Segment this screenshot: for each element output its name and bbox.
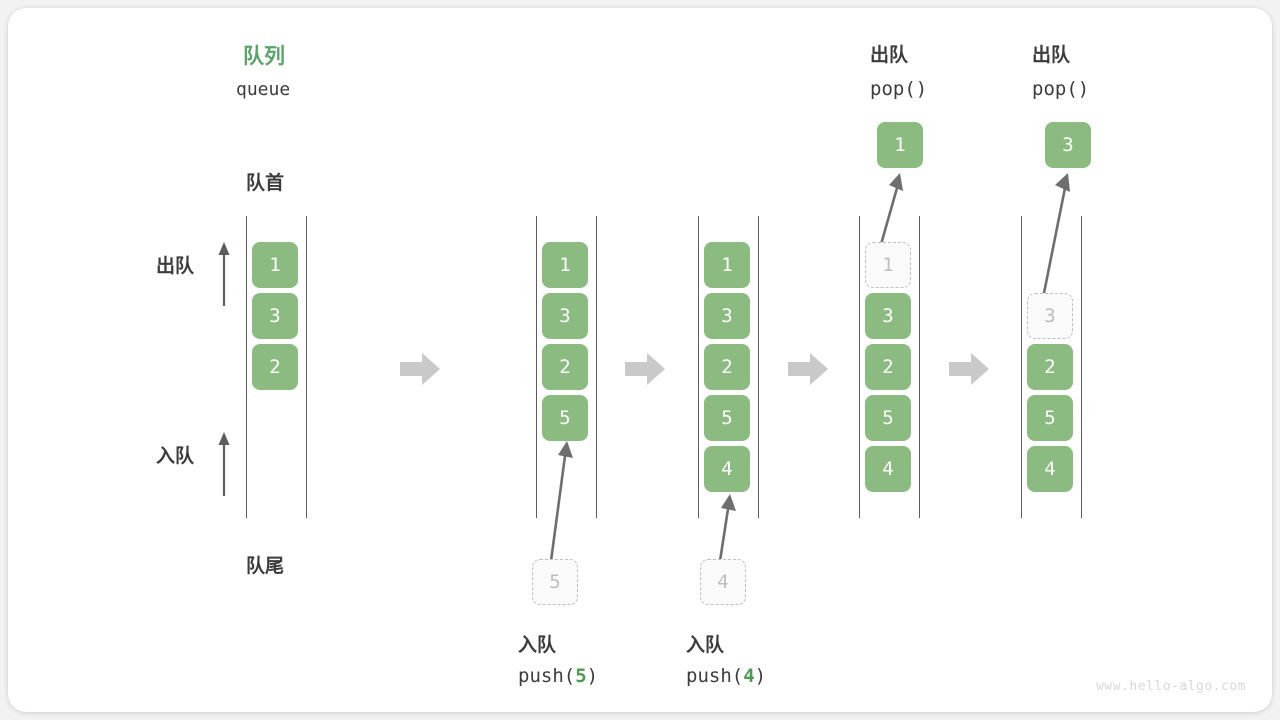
queue-front-label: 队首 [246,172,285,194]
pop-3-caption-cn: 出队 [1032,44,1071,66]
pop-1-caption-cn: 出队 [870,44,909,66]
queue-element: 5 [865,395,911,441]
queue-element: 2 [704,344,750,390]
queue-element: 3 [865,293,911,339]
queue-rail-left [698,216,699,518]
pop-1-arrow-icon [863,170,913,250]
queue-element: 4 [865,446,911,492]
queue-element-removed: 3 [1027,293,1073,339]
pop-3-popped-element: 3 [1045,122,1091,168]
queue-element: 1 [252,242,298,288]
queue-rail-right [1081,216,1082,518]
push-4-ghost-element: 4 [700,559,746,605]
queue-element: 5 [704,395,750,441]
push-4-arrow-icon [701,491,761,563]
push-5-call-value: 5 [575,665,587,687]
queue-element: 3 [704,293,750,339]
queue-element: 2 [1027,344,1073,390]
pop-1-caption-call: pop() [870,78,928,100]
pop-1-popped-element: 1 [877,122,923,168]
enqueue-direction-arrow-icon [217,430,231,496]
queue-element: 1 [542,242,588,288]
flow-arrow-icon [788,352,828,386]
queue-element: 2 [865,344,911,390]
queue-element: 4 [1027,446,1073,492]
flow-arrow-icon [949,352,989,386]
push-4-call-value: 4 [743,665,755,687]
queue-rail-right [919,216,920,518]
queue-rail-right [758,216,759,518]
queue-element: 5 [1027,395,1073,441]
push-5-caption-call: push(5) [518,665,598,687]
queue-element: 3 [542,293,588,339]
diagram-title-en: queue [236,79,291,100]
diagram-card: 队列 queue 队首 队尾 出队 入队 1 3 2 [8,8,1272,712]
push-5-ghost-element: 5 [532,559,578,605]
push-5-caption-cn: 入队 [518,634,557,656]
flow-arrow-icon [625,352,665,386]
queue-element: 2 [252,344,298,390]
queue-rail-left [536,216,537,518]
queue-element: 1 [704,242,750,288]
queue-rail-left [246,216,247,518]
flow-arrow-icon [400,352,440,386]
pop-3-caption-call: pop() [1032,78,1090,100]
queue-rail-right [596,216,597,518]
push-5-call-suffix: ) [586,665,599,687]
queue-rear-label: 队尾 [246,555,285,577]
dequeue-side-label: 出队 [156,255,195,277]
push-5-call-prefix: push( [518,665,576,687]
queue-element: 2 [542,344,588,390]
push-4-call-suffix: ) [754,665,767,687]
queue-element-removed: 1 [865,242,911,288]
enqueue-side-label: 入队 [156,445,195,467]
push-4-caption-cn: 入队 [686,634,725,656]
queue-rail-left [1021,216,1022,518]
queue-element-new: 4 [704,446,750,492]
diagram-title-cn: 队列 [243,44,285,68]
queue-element: 3 [252,293,298,339]
watermark: www.hello-algo.com [1096,679,1246,694]
queue-rail-left [859,216,860,518]
push-4-call-prefix: push( [686,665,744,687]
queue-rail-right [306,216,307,518]
push-4-caption-call: push(4) [686,665,766,687]
pop-3-arrow-icon [1026,170,1086,305]
push-5-arrow-icon [533,438,593,563]
queue-element-new: 5 [542,395,588,441]
dequeue-direction-arrow-icon [217,240,231,306]
